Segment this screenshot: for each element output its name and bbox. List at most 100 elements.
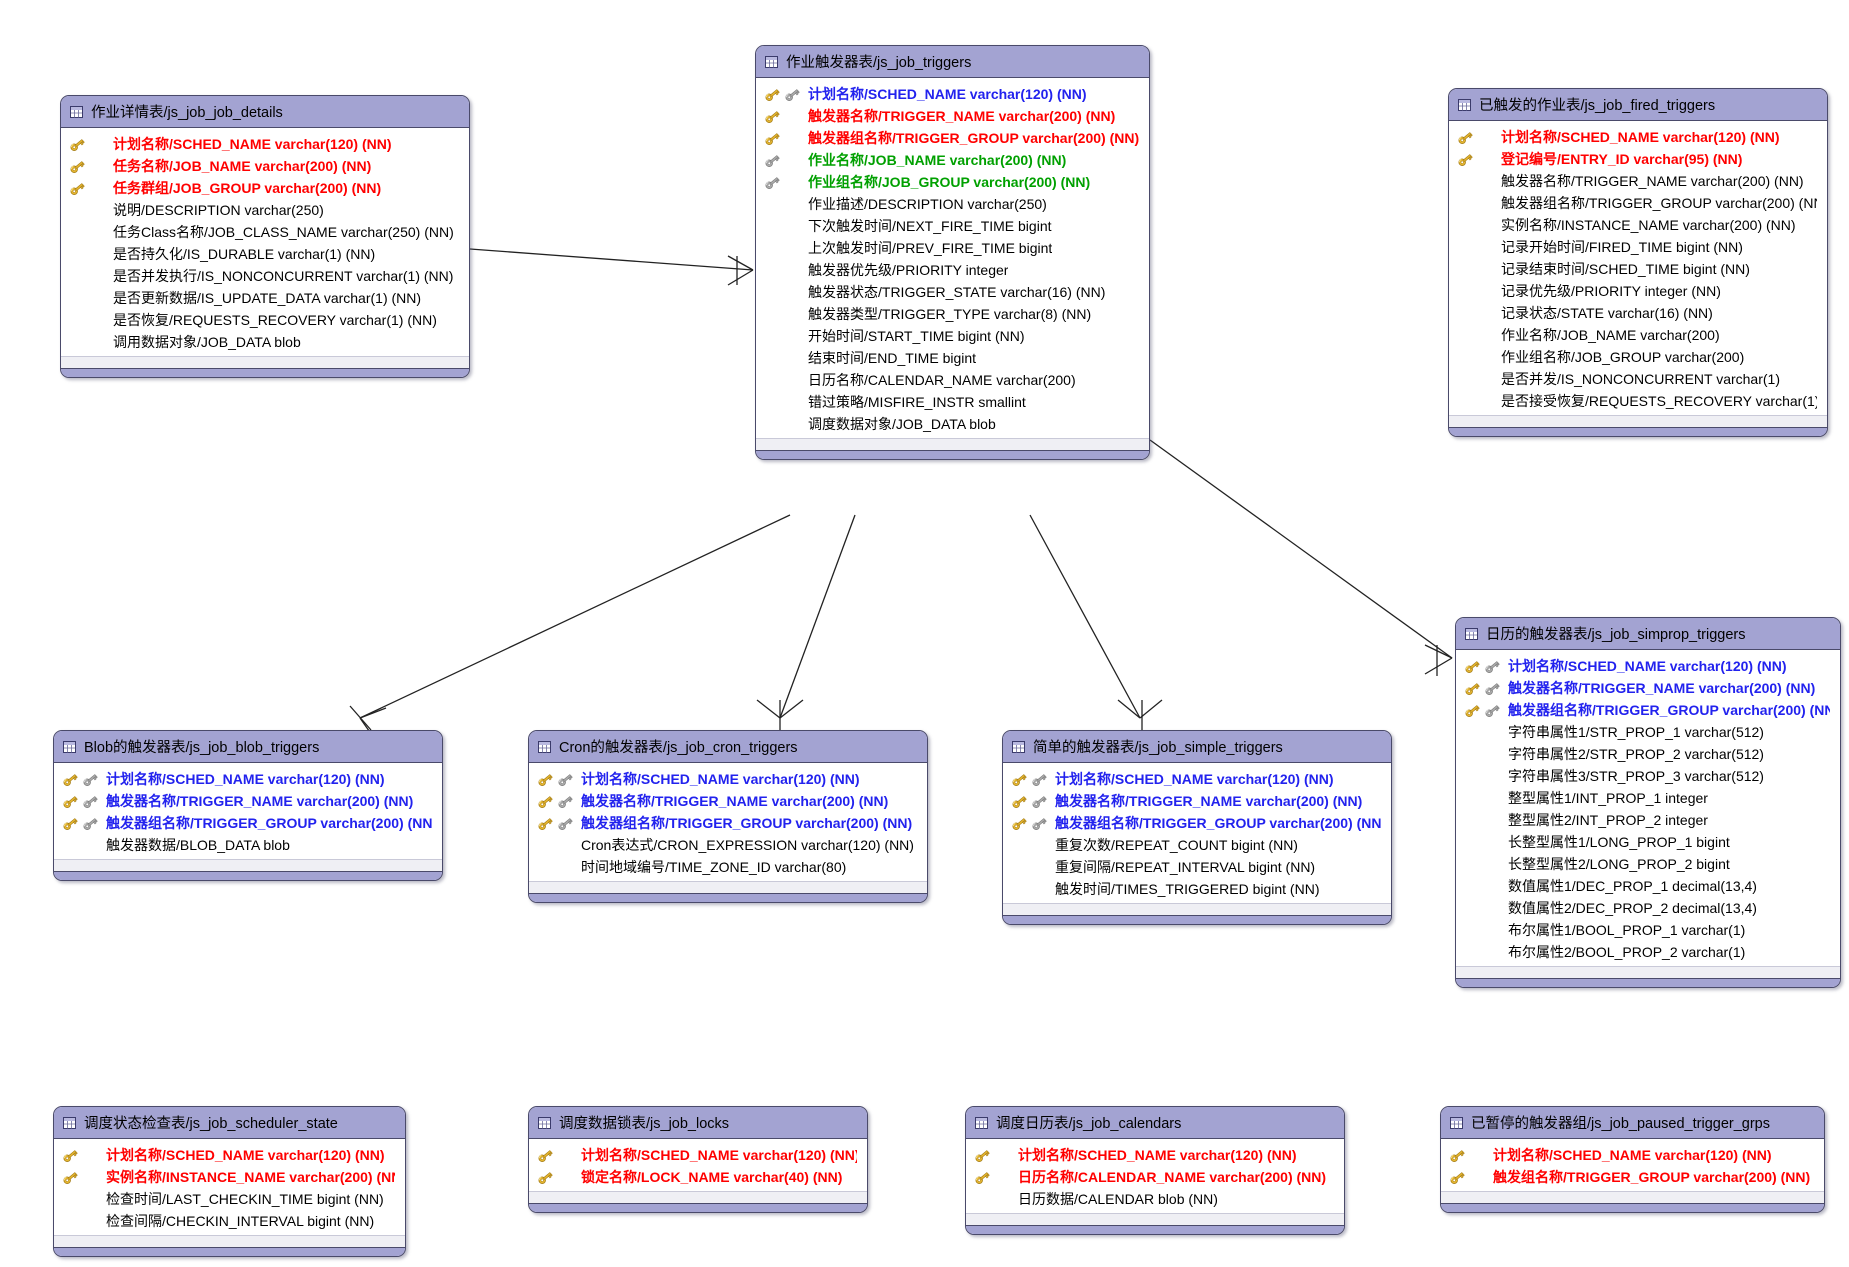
entity-triggers[interactable]: 作业触发器表/js_job_triggers 计划名称/SCHED_NAME va…: [755, 45, 1150, 460]
attribute-row[interactable]: 字符串属性1/STR_PROP_1 varchar(512): [1456, 721, 1840, 743]
entity-header-simprop_triggers[interactable]: 日历的触发器表/js_job_simprop_triggers: [1456, 618, 1840, 650]
attribute-row[interactable]: 记录状态/STATE varchar(16) (NN): [1449, 302, 1827, 324]
attribute-row[interactable]: 触发器名称/TRIGGER_NAME varchar(200) (NN): [1456, 677, 1840, 699]
entity-header-job_details[interactable]: 作业详情表/js_job_job_details: [61, 96, 469, 128]
attribute-row[interactable]: 作业名称/JOB_NAME varchar(200): [1449, 324, 1827, 346]
attribute-row[interactable]: 检查时间/LAST_CHECKIN_TIME bigint (NN): [54, 1188, 405, 1210]
attribute-row[interactable]: 计划名称/SCHED_NAME varchar(120) (NN): [1441, 1144, 1824, 1166]
attribute-row[interactable]: 记录优先级/PRIORITY integer (NN): [1449, 280, 1827, 302]
attribute-row[interactable]: 字符串属性2/STR_PROP_2 varchar(512): [1456, 743, 1840, 765]
attribute-row[interactable]: 触发时间/TIMES_TRIGGERED bigint (NN): [1003, 878, 1391, 900]
attribute-row[interactable]: 是否持久化/IS_DURABLE varchar(1) (NN): [61, 243, 469, 265]
attribute-row[interactable]: 字符串属性3/STR_PROP_3 varchar(512): [1456, 765, 1840, 787]
entity-header-scheduler_state[interactable]: 调度状态检查表/js_job_scheduler_state: [54, 1107, 405, 1139]
attribute-row[interactable]: 登记编号/ENTRY_ID varchar(95) (NN): [1449, 148, 1827, 170]
attribute-row[interactable]: 整型属性2/INT_PROP_2 integer: [1456, 809, 1840, 831]
attribute-row[interactable]: 触发器名称/TRIGGER_NAME varchar(200) (NN): [54, 790, 442, 812]
attribute-row[interactable]: 计划名称/SCHED_NAME varchar(120) (NN): [1449, 126, 1827, 148]
attribute-row[interactable]: 触发器类型/TRIGGER_TYPE varchar(8) (NN): [756, 303, 1149, 325]
attribute-row[interactable]: 调用数据对象/JOB_DATA blob: [61, 331, 469, 353]
attribute-row[interactable]: 数值属性2/DEC_PROP_2 decimal(13,4): [1456, 897, 1840, 919]
attribute-row[interactable]: 触发组名称/TRIGGER_GROUP varchar(200) (NN): [1441, 1166, 1824, 1188]
attribute-row[interactable]: 整型属性1/INT_PROP_1 integer: [1456, 787, 1840, 809]
attribute-row[interactable]: 长整型属性2/LONG_PROP_2 bigint: [1456, 853, 1840, 875]
attribute-row[interactable]: 调度数据对象/JOB_DATA blob: [756, 413, 1149, 435]
attribute-row[interactable]: 布尔属性1/BOOL_PROP_1 varchar(1): [1456, 919, 1840, 941]
attribute-row[interactable]: 触发器组名称/TRIGGER_GROUP varchar(200) (NN): [756, 127, 1149, 149]
attribute-row[interactable]: 任务名称/JOB_NAME varchar(200) (NN): [61, 155, 469, 177]
attribute-row[interactable]: 触发器名称/TRIGGER_NAME varchar(200) (NN): [756, 105, 1149, 127]
attribute-row[interactable]: 任务Class名称/JOB_CLASS_NAME varchar(250) (N…: [61, 221, 469, 243]
attribute-row[interactable]: 计划名称/SCHED_NAME varchar(120) (NN): [756, 83, 1149, 105]
attribute-row[interactable]: 计划名称/SCHED_NAME varchar(120) (NN): [529, 1144, 867, 1166]
attribute-row[interactable]: 作业组名称/JOB_GROUP varchar(200) (NN): [756, 171, 1149, 193]
entity-paused_trigger_grps[interactable]: 已暂停的触发器组/js_job_paused_trigger_grps 计划名称/…: [1440, 1106, 1825, 1213]
attribute-row[interactable]: 检查间隔/CHECKIN_INTERVAL bigint (NN): [54, 1210, 405, 1232]
entity-simple_triggers[interactable]: 简单的触发器表/js_job_simple_triggers 计划名称/SCHED…: [1002, 730, 1392, 925]
attribute-row[interactable]: 计划名称/SCHED_NAME varchar(120) (NN): [529, 768, 927, 790]
attribute-row[interactable]: 计划名称/SCHED_NAME varchar(120) (NN): [54, 1144, 405, 1166]
entity-header-fired_triggers[interactable]: 已触发的作业表/js_job_fired_triggers: [1449, 89, 1827, 121]
attribute-row[interactable]: 计划名称/SCHED_NAME varchar(120) (NN): [966, 1144, 1344, 1166]
attribute-row[interactable]: 触发器组名称/TRIGGER_GROUP varchar(200) (NN): [1003, 812, 1391, 834]
attribute-row[interactable]: 日历数据/CALENDAR blob (NN): [966, 1188, 1344, 1210]
attribute-row[interactable]: 触发器名称/TRIGGER_NAME varchar(200) (NN): [529, 790, 927, 812]
attribute-row[interactable]: 长整型属性1/LONG_PROP_1 bigint: [1456, 831, 1840, 853]
attribute-row[interactable]: 说明/DESCRIPTION varchar(250): [61, 199, 469, 221]
attribute-row[interactable]: 重复间隔/REPEAT_INTERVAL bigint (NN): [1003, 856, 1391, 878]
attribute-row[interactable]: 布尔属性2/BOOL_PROP_2 varchar(1): [1456, 941, 1840, 963]
attribute-row[interactable]: 是否接受恢复/REQUESTS_RECOVERY varchar(1): [1449, 390, 1827, 412]
attribute-row[interactable]: 作业描述/DESCRIPTION varchar(250): [756, 193, 1149, 215]
attribute-row[interactable]: 重复次数/REPEAT_COUNT bigint (NN): [1003, 834, 1391, 856]
entity-header-blob_triggers[interactable]: Blob的触发器表/js_job_blob_triggers: [54, 731, 442, 763]
attribute-row[interactable]: 是否更新数据/IS_UPDATE_DATA varchar(1) (NN): [61, 287, 469, 309]
entity-cron_triggers[interactable]: Cron的触发器表/js_job_cron_triggers 计划名称/SCHED…: [528, 730, 928, 903]
attribute-row[interactable]: 作业名称/JOB_NAME varchar(200) (NN): [756, 149, 1149, 171]
attribute-row[interactable]: 开始时间/START_TIME bigint (NN): [756, 325, 1149, 347]
attribute-row[interactable]: 日历名称/CALENDAR_NAME varchar(200): [756, 369, 1149, 391]
attribute-row[interactable]: 触发器组名称/TRIGGER_GROUP varchar(200) (NN): [1449, 192, 1827, 214]
attribute-row[interactable]: 任务群组/JOB_GROUP varchar(200) (NN): [61, 177, 469, 199]
entity-header-paused_trigger_grps[interactable]: 已暂停的触发器组/js_job_paused_trigger_grps: [1441, 1107, 1824, 1139]
attribute-row[interactable]: 计划名称/SCHED_NAME varchar(120) (NN): [61, 133, 469, 155]
entity-blob_triggers[interactable]: Blob的触发器表/js_job_blob_triggers 计划名称/SCHED…: [53, 730, 443, 881]
attribute-row[interactable]: 错过策略/MISFIRE_INSTR smallint: [756, 391, 1149, 413]
attribute-row[interactable]: 触发器优先级/PRIORITY integer: [756, 259, 1149, 281]
attribute-row[interactable]: 记录开始时间/FIRED_TIME bigint (NN): [1449, 236, 1827, 258]
entity-header-simple_triggers[interactable]: 简单的触发器表/js_job_simple_triggers: [1003, 731, 1391, 763]
attribute-row[interactable]: 是否恢复/REQUESTS_RECOVERY varchar(1) (NN): [61, 309, 469, 331]
attribute-row[interactable]: Cron表达式/CRON_EXPRESSION varchar(120) (NN…: [529, 834, 927, 856]
attribute-row[interactable]: 计划名称/SCHED_NAME varchar(120) (NN): [1003, 768, 1391, 790]
entity-simprop_triggers[interactable]: 日历的触发器表/js_job_simprop_triggers 计划名称/SCHE…: [1455, 617, 1841, 988]
attribute-row[interactable]: 作业组名称/JOB_GROUP varchar(200): [1449, 346, 1827, 368]
entity-job_details[interactable]: 作业详情表/js_job_job_details 计划名称/SCHED_NAME …: [60, 95, 470, 378]
attribute-row[interactable]: 记录结束时间/SCHED_TIME bigint (NN): [1449, 258, 1827, 280]
attribute-row[interactable]: 计划名称/SCHED_NAME varchar(120) (NN): [1456, 655, 1840, 677]
attribute-row[interactable]: 下次触发时间/NEXT_FIRE_TIME bigint: [756, 215, 1149, 237]
attribute-row[interactable]: 计划名称/SCHED_NAME varchar(120) (NN): [54, 768, 442, 790]
attribute-row[interactable]: 时间地域编号/TIME_ZONE_ID varchar(80): [529, 856, 927, 878]
attribute-row[interactable]: 实例名称/INSTANCE_NAME varchar(200) (NN): [1449, 214, 1827, 236]
entity-calendars[interactable]: 调度日历表/js_job_calendars 计划名称/SCHED_NAME va…: [965, 1106, 1345, 1235]
entity-fired_triggers[interactable]: 已触发的作业表/js_job_fired_triggers 计划名称/SCHED_…: [1448, 88, 1828, 437]
attribute-row[interactable]: 上次触发时间/PREV_FIRE_TIME bigint: [756, 237, 1149, 259]
attribute-row[interactable]: 触发器数据/BLOB_DATA blob: [54, 834, 442, 856]
attribute-row[interactable]: 日历名称/CALENDAR_NAME varchar(200) (NN): [966, 1166, 1344, 1188]
attribute-row[interactable]: 结束时间/END_TIME bigint: [756, 347, 1149, 369]
attribute-row[interactable]: 是否并发执行/IS_NONCONCURRENT varchar(1) (NN): [61, 265, 469, 287]
entity-locks[interactable]: 调度数据锁表/js_job_locks 计划名称/SCHED_NAME varch…: [528, 1106, 868, 1213]
attribute-row[interactable]: 数值属性1/DEC_PROP_1 decimal(13,4): [1456, 875, 1840, 897]
attribute-row[interactable]: 触发器状态/TRIGGER_STATE varchar(16) (NN): [756, 281, 1149, 303]
attribute-row[interactable]: 触发器组名称/TRIGGER_GROUP varchar(200) (NN): [529, 812, 927, 834]
attribute-row[interactable]: 触发器组名称/TRIGGER_GROUP varchar(200) (NN): [54, 812, 442, 834]
attribute-row[interactable]: 是否并发/IS_NONCONCURRENT varchar(1): [1449, 368, 1827, 390]
entity-header-triggers[interactable]: 作业触发器表/js_job_triggers: [756, 46, 1149, 78]
entity-header-cron_triggers[interactable]: Cron的触发器表/js_job_cron_triggers: [529, 731, 927, 763]
attribute-row[interactable]: 锁定名称/LOCK_NAME varchar(40) (NN): [529, 1166, 867, 1188]
entity-header-locks[interactable]: 调度数据锁表/js_job_locks: [529, 1107, 867, 1139]
attribute-row[interactable]: 触发器名称/TRIGGER_NAME varchar(200) (NN): [1003, 790, 1391, 812]
entity-header-calendars[interactable]: 调度日历表/js_job_calendars: [966, 1107, 1344, 1139]
entity-scheduler_state[interactable]: 调度状态检查表/js_job_scheduler_state 计划名称/SCHED…: [53, 1106, 406, 1257]
attribute-row[interactable]: 触发器组名称/TRIGGER_GROUP varchar(200) (NN): [1456, 699, 1840, 721]
attribute-row[interactable]: 触发器名称/TRIGGER_NAME varchar(200) (NN): [1449, 170, 1827, 192]
